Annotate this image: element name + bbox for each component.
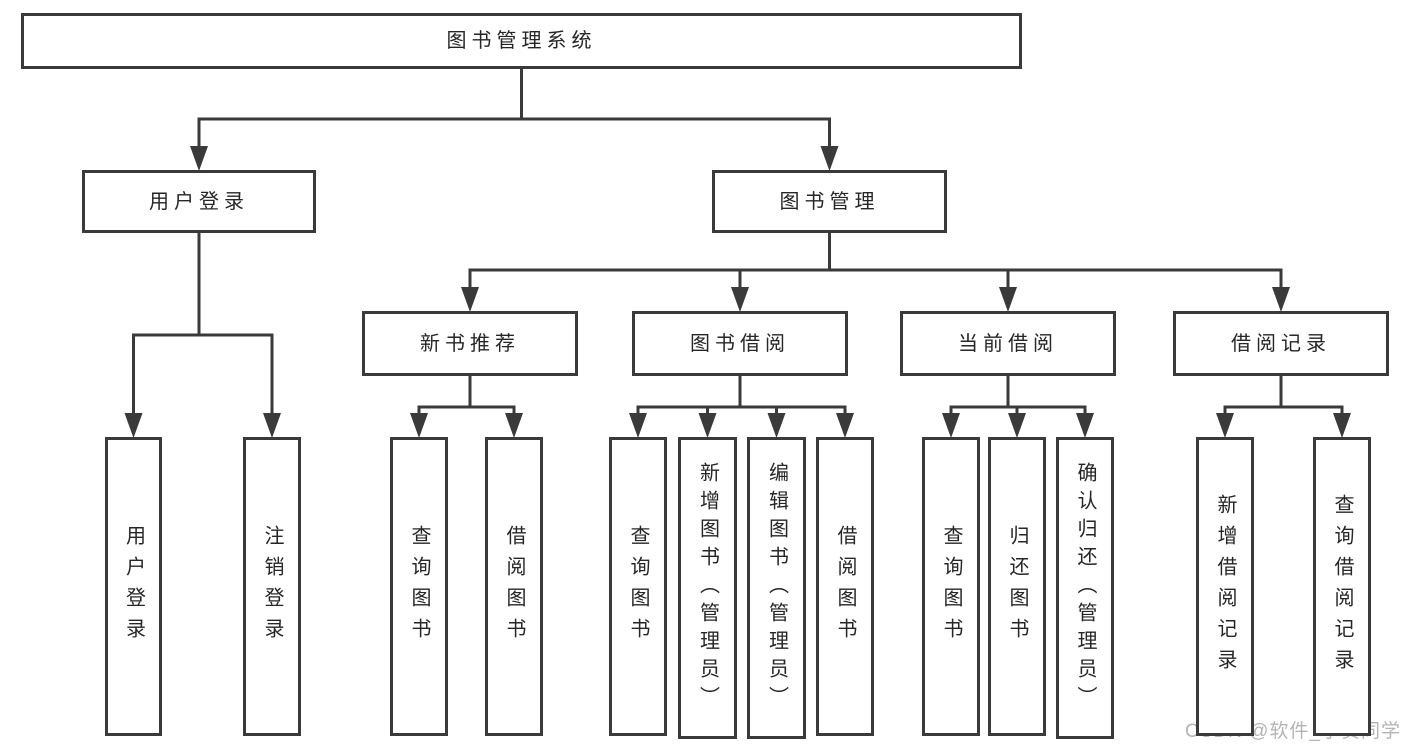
- arrowhead-icon: [698, 413, 717, 438]
- node-rec-borrow: 借阅图书: [485, 437, 543, 736]
- arrowhead-icon: [1272, 287, 1290, 312]
- arrowhead-icon: [1333, 413, 1351, 438]
- node-login: 用户登录: [82, 170, 316, 233]
- node-records-query: 查询借阅记录: [1313, 437, 1371, 736]
- node-borrow-edit: 编辑图书（管理员）: [747, 437, 806, 739]
- node-records-add: 新增借阅记录: [1196, 437, 1254, 736]
- node-borrow-borrow: 借阅图书: [816, 437, 874, 736]
- arrowhead-icon: [767, 413, 786, 438]
- arrowhead-icon: [731, 287, 749, 312]
- node-rec-query: 查询图书: [390, 437, 448, 736]
- node-borrow-add: 新增图书（管理员）: [678, 437, 737, 739]
- arrowhead-icon: [820, 146, 839, 171]
- node-root: 图书管理系统: [21, 13, 1022, 69]
- arrowhead-icon: [836, 413, 854, 438]
- arrowhead-icon: [1076, 413, 1094, 438]
- arrowhead-icon: [1216, 413, 1234, 438]
- node-col-user-login: 用户登录: [105, 437, 162, 736]
- node-rec: 新书推荐: [362, 311, 578, 376]
- node-records: 借阅记录: [1173, 311, 1389, 376]
- node-current-confirm: 确认归还（管理员）: [1056, 437, 1114, 739]
- arrowhead-icon: [461, 287, 479, 312]
- arrowhead-icon: [124, 413, 143, 438]
- node-current: 当前借阅: [900, 311, 1116, 376]
- arrowhead-icon: [999, 287, 1017, 312]
- node-current-return: 归还图书: [988, 437, 1046, 736]
- node-mgmt: 图书管理: [712, 170, 947, 233]
- arrowhead-icon: [410, 413, 428, 438]
- arrowhead-icon: [1008, 413, 1026, 438]
- arrowhead-icon: [505, 413, 523, 438]
- arrowhead-icon: [629, 413, 647, 438]
- arrowhead-icon: [263, 413, 281, 438]
- arrowhead-icon: [190, 146, 208, 171]
- arrowhead-icon: [942, 413, 960, 438]
- node-current-query: 查询图书: [922, 437, 980, 736]
- node-borrow-query: 查询图书: [609, 437, 667, 736]
- node-col-logout: 注销登录: [243, 437, 301, 736]
- node-borrow: 图书借阅: [632, 311, 848, 376]
